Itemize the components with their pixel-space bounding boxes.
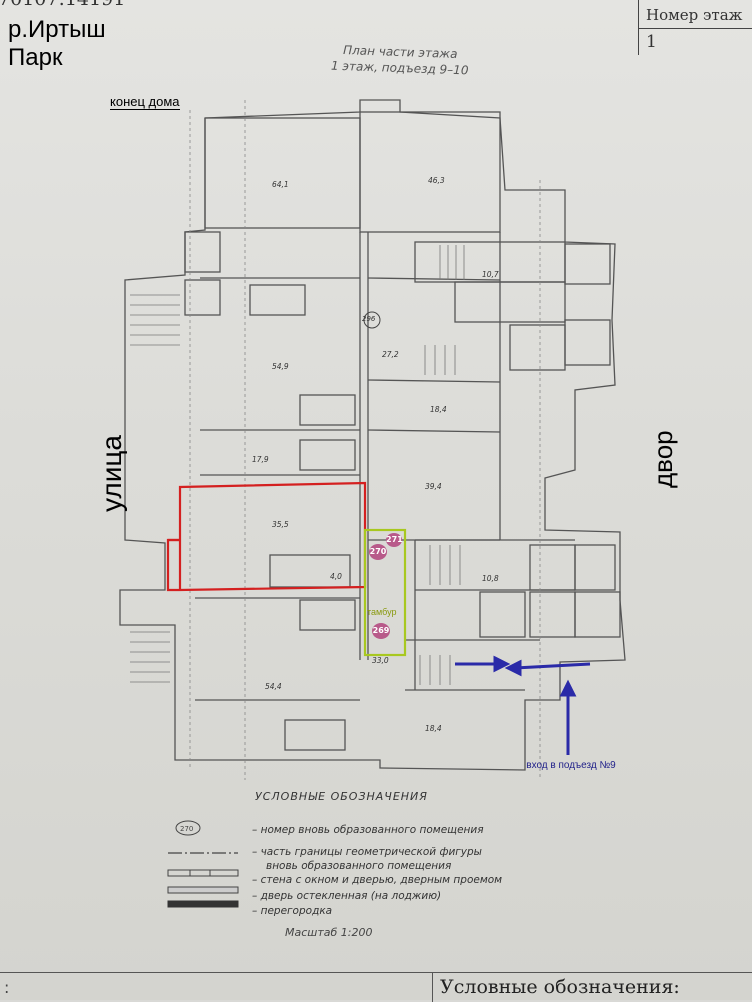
room-label: 18,4 — [425, 724, 442, 733]
room-label: 46,3 — [428, 176, 445, 185]
floor-number-label: Номер этаж — [646, 6, 743, 24]
entrance-arrows — [455, 655, 591, 755]
legend-item: вновь образованного помещения — [266, 860, 452, 872]
room-label: 54,4 — [265, 682, 282, 691]
river-park-annotation: р.Иртыш Парк — [8, 16, 106, 72]
footer-divider — [0, 972, 752, 973]
river-label: р.Иртыш — [8, 16, 106, 43]
room-number-296: 296 — [362, 315, 376, 323]
street-label: улица — [96, 435, 127, 512]
legend-symbols: 270 — [167, 820, 239, 908]
room-label: 64,1 — [272, 180, 289, 189]
floor-box-divider — [638, 28, 752, 29]
floor-number-box — [638, 0, 752, 55]
room-block-top-center — [359, 111, 501, 233]
footer-legend-label: Условные обозначения: — [440, 976, 680, 998]
room-label: 17,9 — [252, 455, 269, 464]
plan-scale: Масштаб 1:200 — [285, 926, 373, 939]
room-label: 39,4 — [425, 482, 442, 491]
floor-number-value: 1 — [646, 32, 657, 52]
footer-column-divider — [432, 972, 433, 1002]
room-number-270: 270 — [369, 544, 387, 560]
legend-item: – дверь остекленная (на лоджию) — [252, 890, 442, 902]
room-label: 18,4 — [430, 405, 447, 414]
room-label: 4,0 — [330, 572, 342, 581]
legend-item: – перегородка — [252, 905, 333, 917]
room-label: 54,9 — [272, 362, 289, 371]
building-outline — [119, 99, 626, 771]
footer-left-mark: : — [4, 978, 10, 997]
legend-item: – стена с окном и дверью, дверным проемо… — [252, 874, 503, 886]
room-label: 10,8 — [482, 574, 499, 583]
entrance-label: вход в подъезд №9 — [526, 760, 616, 771]
cadastral-number: 70107:14191 — [0, 0, 125, 10]
legend-item: – часть границы геометрической фигуры — [252, 846, 482, 858]
room-label: 33,0 — [372, 656, 389, 665]
room-block-top-left — [204, 117, 361, 229]
room-label: 27,2 — [382, 350, 399, 359]
legend-sample-number: 270 — [180, 825, 193, 833]
room-label: 10,7 — [482, 270, 499, 279]
yard-label: двор — [648, 430, 678, 488]
park-label: Парк — [8, 44, 63, 71]
legend-title: УСЛОВНЫЕ ОБОЗНАЧЕНИЯ — [255, 790, 428, 803]
room-number-269: 269 — [372, 623, 390, 639]
house-end-label: конец дома — [110, 94, 180, 110]
vestibule-outline-green — [363, 528, 407, 657]
legend-item: – номер вновь образованного помещения — [252, 824, 484, 836]
vestibule-label: тамбур — [367, 607, 397, 617]
room-number-271: 271 — [386, 533, 403, 547]
room-label: 35,5 — [272, 520, 289, 529]
